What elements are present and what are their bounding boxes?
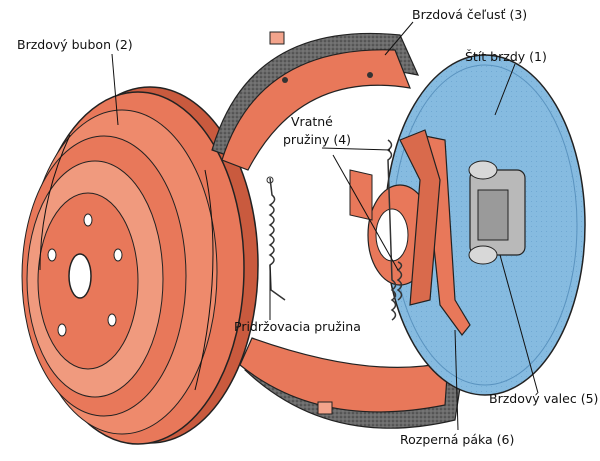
expander-lever xyxy=(349,129,471,336)
hold-down-spring xyxy=(266,176,286,301)
label-return-springs-line1: Vratné xyxy=(291,114,333,129)
label-brake-shield: Štít brzdy (1) xyxy=(465,49,547,64)
label-brake-cylinder: Brzdový valec (5) xyxy=(489,391,599,406)
label-expander-lever: Rozperná páka (6) xyxy=(400,432,515,447)
label-hold-down-spring: Pridržovacia pružina xyxy=(234,319,361,334)
label-brake-drum: Brzdový bubon (2) xyxy=(17,37,133,52)
upper-brake-shoe xyxy=(211,31,420,171)
leader-lines xyxy=(111,21,539,431)
label-brake-shoe: Brzdová čeľusť (3) xyxy=(412,7,528,22)
label-return-springs-line2: pružiny (4) xyxy=(283,132,352,147)
brake-drum xyxy=(21,86,259,445)
brake-cylinder xyxy=(468,160,526,265)
